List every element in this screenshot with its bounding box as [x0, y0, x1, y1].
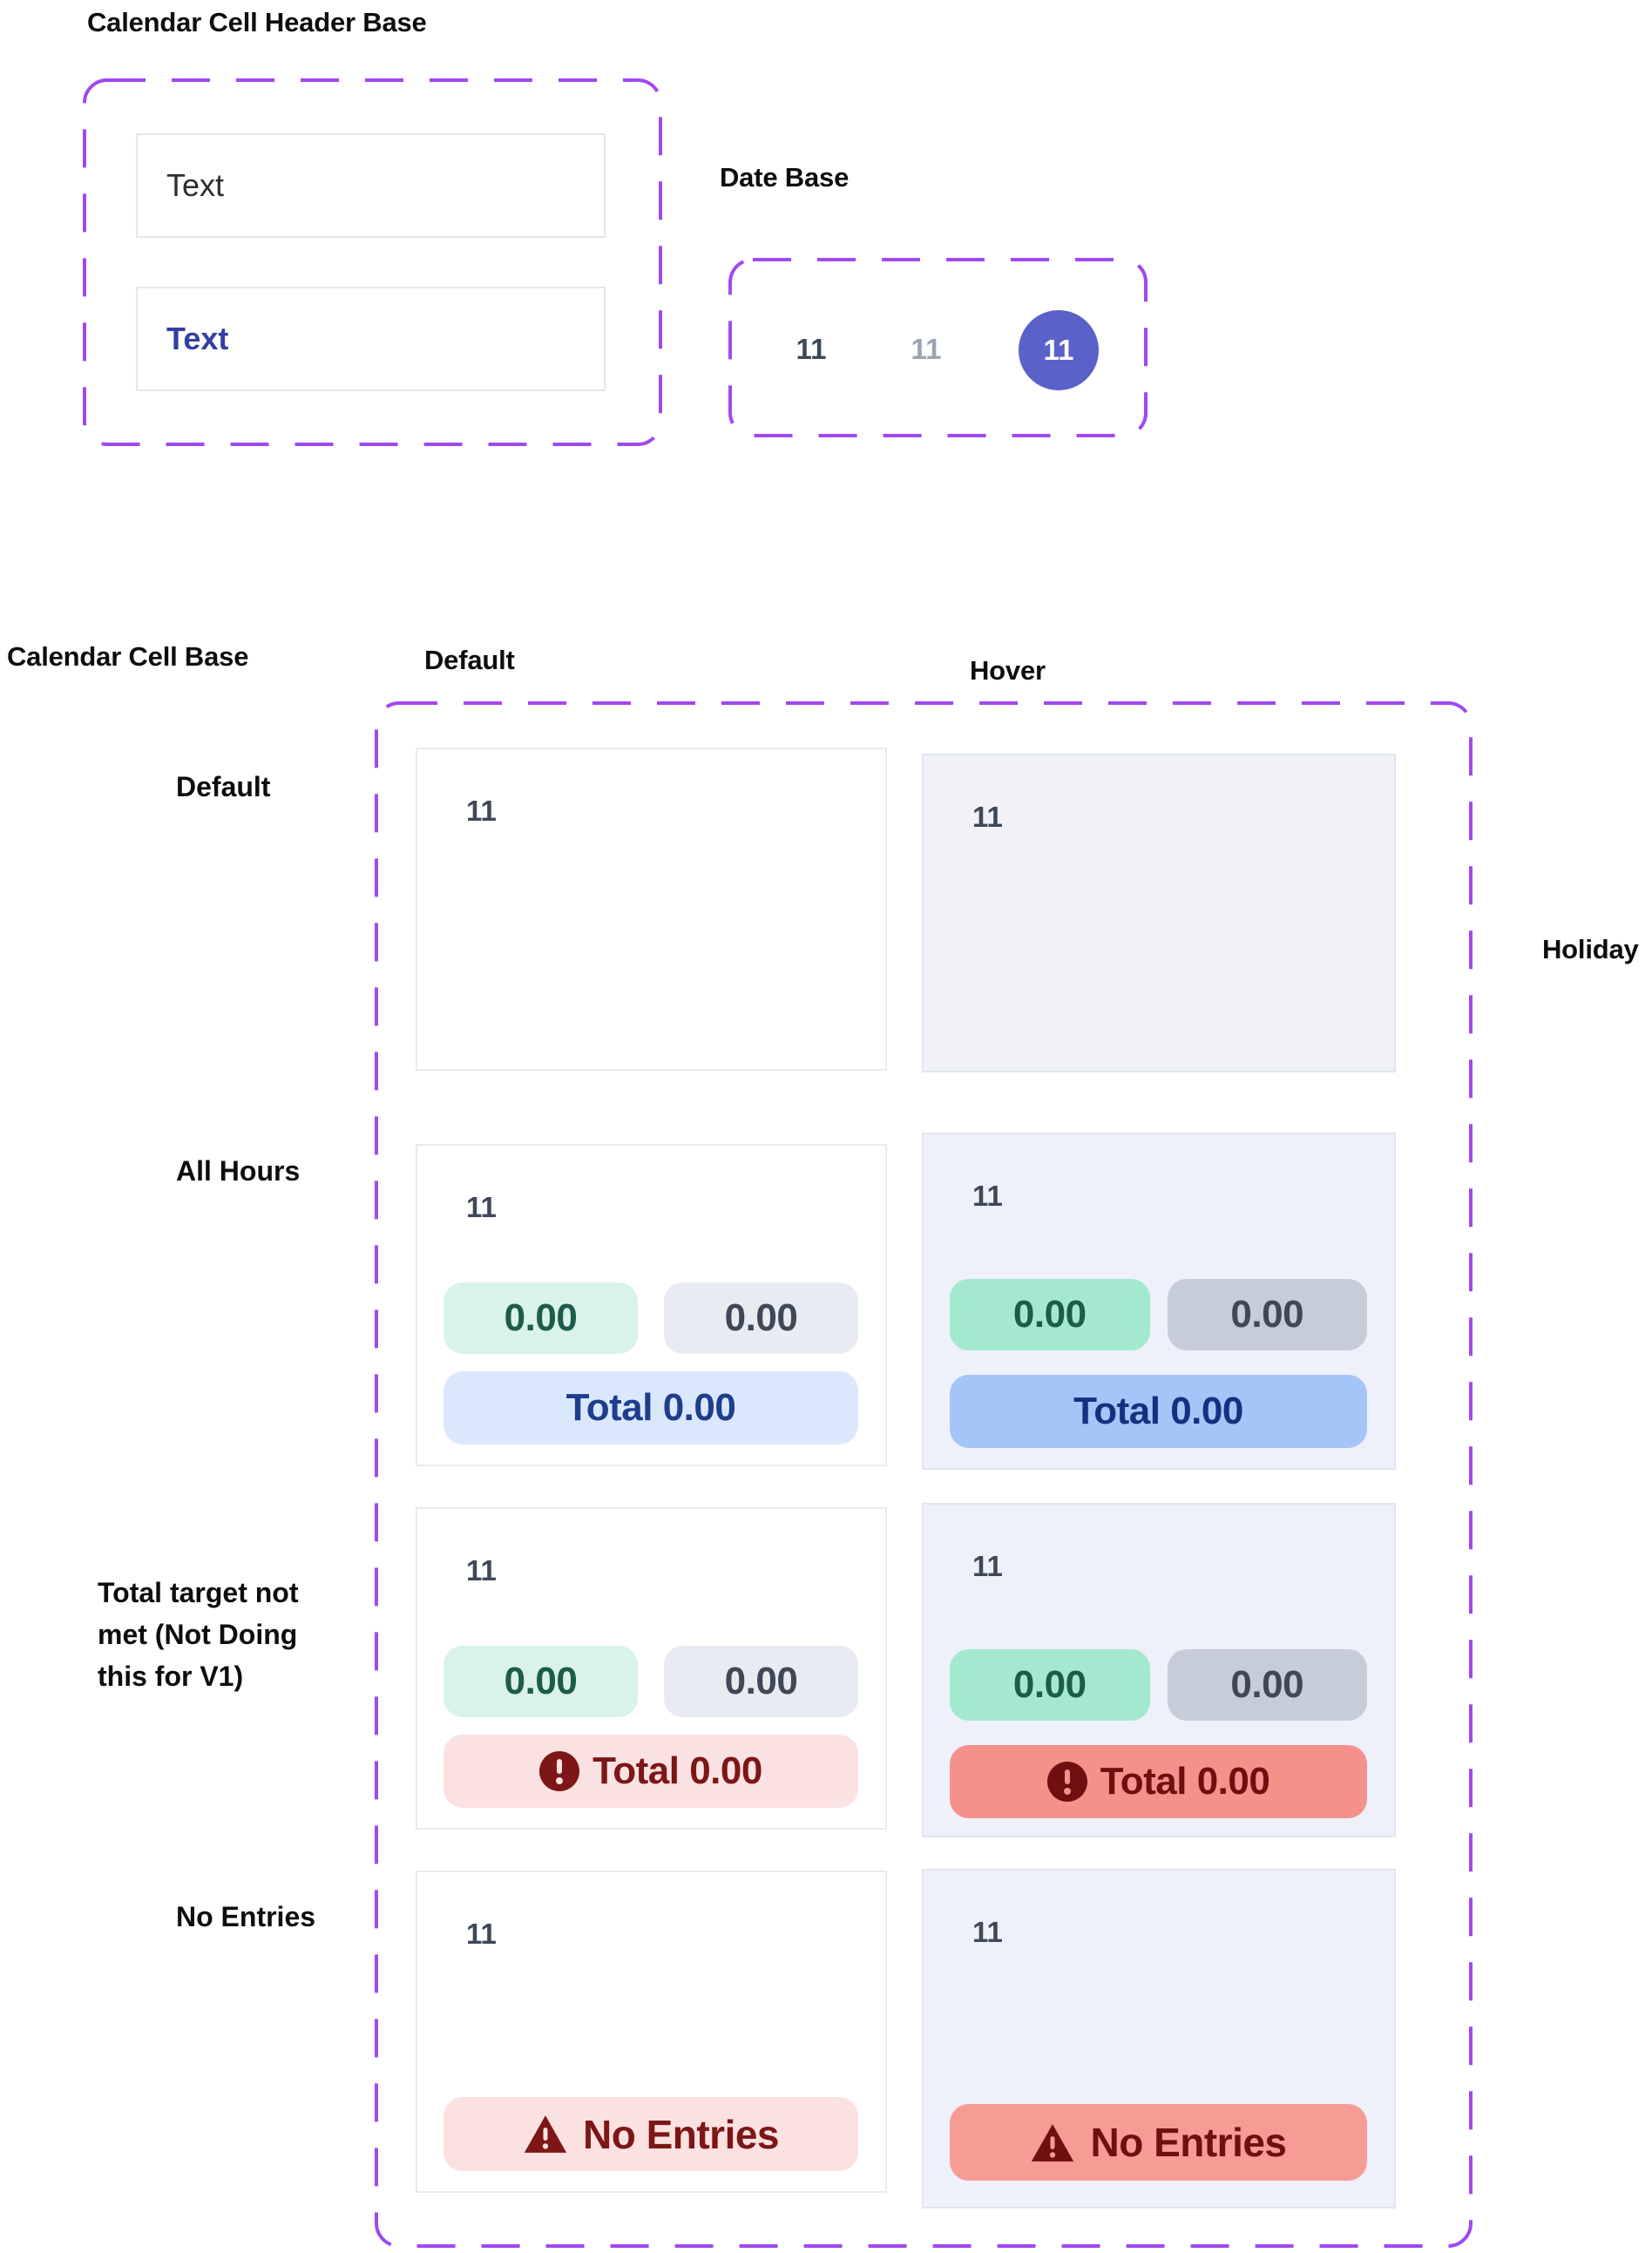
untracked-hours-pill: 0.00 — [664, 1282, 858, 1354]
cell-date: 11 — [972, 801, 1003, 833]
warning-triangle-icon — [1032, 2123, 1074, 2162]
date-selected[interactable]: 11 — [1019, 310, 1099, 390]
cell-base-title: Calendar Cell Base — [7, 641, 249, 672]
calendar-cell-no-entries[interactable]: 11 No Entries — [416, 1871, 887, 2193]
no-entries-pill: No Entries — [950, 2104, 1367, 2181]
header-base-title: Calendar Cell Header Base — [87, 7, 427, 37]
total-value: Total 0.00 — [592, 1749, 762, 1792]
holiday-label: Holiday — [1542, 934, 1639, 964]
no-entries-text: No Entries — [582, 2111, 780, 2157]
alert-circle-icon — [1046, 1762, 1087, 1802]
cell-date: 11 — [466, 1191, 497, 1223]
untracked-hours-value: 0.00 — [724, 1660, 798, 1702]
tracked-hours-pill: 0.00 — [950, 1279, 1150, 1350]
date-base-title: Date Base — [720, 162, 850, 193]
calendar-cell-target-not-met-hover[interactable]: 11 0.00 0.00 Total 0.00 — [922, 1503, 1396, 1837]
warning-triangle-icon — [524, 2115, 567, 2153]
date-default[interactable]: 11 — [796, 333, 827, 365]
calendar-cell-no-entries-hover[interactable]: 11 No Entries — [922, 1869, 1396, 2209]
header-text-active-label: Text — [166, 321, 229, 356]
untracked-hours-value: 0.00 — [1230, 1293, 1304, 1336]
total-value: Total 0.00 — [1100, 1760, 1270, 1803]
row-label-total-target-line3: this for V1) — [98, 1661, 244, 1692]
total-alert-pill: Total 0.00 — [950, 1745, 1367, 1818]
no-entries-text: No Entries — [1090, 2120, 1287, 2165]
calendar-cell-target-not-met[interactable]: 11 0.00 0.00 Total 0.00 — [416, 1507, 887, 1830]
row-label-total-target: Total target not met (Not Doing this for… — [98, 1572, 299, 1697]
tracked-hours-pill: 0.00 — [443, 1646, 638, 1717]
untracked-hours-value: 0.00 — [724, 1296, 798, 1339]
header-text-default-label: Text — [166, 167, 225, 203]
column-header-default: Default — [424, 645, 515, 675]
row-label-all-hours: All Hours — [176, 1155, 301, 1187]
column-header-hover: Hover — [970, 655, 1046, 686]
cell-date: 11 — [466, 1554, 497, 1587]
calendar-cell-default[interactable]: 11 — [416, 748, 887, 1071]
untracked-hours-value: 0.00 — [1230, 1663, 1304, 1706]
tracked-hours-pill: 0.00 — [443, 1282, 638, 1354]
untracked-hours-pill: 0.00 — [664, 1646, 858, 1717]
total-pill: Total 0.00 — [950, 1375, 1367, 1448]
row-label-default: Default — [176, 771, 271, 802]
calendar-cell-default-hover[interactable]: 11 — [922, 754, 1396, 1072]
calendar-cell-all-hours[interactable]: 11 0.00 0.00 Total 0.00 — [416, 1144, 887, 1466]
cell-date: 11 — [972, 1916, 1003, 1948]
tracked-hours-value: 0.00 — [1012, 1293, 1087, 1336]
total-value: Total 0.00 — [565, 1386, 736, 1429]
total-value: Total 0.00 — [1073, 1390, 1243, 1432]
tracked-hours-pill: 0.00 — [950, 1649, 1150, 1721]
untracked-hours-pill: 0.00 — [1167, 1279, 1367, 1350]
header-text-default[interactable]: Text — [136, 133, 606, 238]
total-pill: Total 0.00 — [443, 1371, 858, 1444]
cell-date: 11 — [972, 1550, 1003, 1582]
row-label-total-target-line2: met (Not Doing — [98, 1619, 298, 1650]
alert-circle-icon — [539, 1751, 580, 1791]
row-label-total-target-line1: Total target not — [98, 1577, 299, 1608]
date-selected-label: 11 — [1043, 334, 1074, 366]
tracked-hours-value: 0.00 — [1012, 1663, 1087, 1706]
header-text-active[interactable]: Text — [136, 287, 606, 391]
calendar-cell-all-hours-hover[interactable]: 11 0.00 0.00 Total 0.00 — [922, 1133, 1396, 1470]
cell-date: 11 — [466, 1918, 497, 1950]
tracked-hours-value: 0.00 — [504, 1660, 578, 1702]
row-label-no-entries: No Entries — [176, 1901, 316, 1932]
total-alert-pill: Total 0.00 — [443, 1735, 858, 1808]
cell-date: 11 — [466, 795, 497, 827]
cell-date: 11 — [972, 1180, 1003, 1212]
tracked-hours-value: 0.00 — [504, 1296, 578, 1339]
no-entries-pill: No Entries — [443, 2097, 858, 2171]
untracked-hours-pill: 0.00 — [1167, 1649, 1367, 1721]
date-muted[interactable]: 11 — [911, 333, 942, 365]
